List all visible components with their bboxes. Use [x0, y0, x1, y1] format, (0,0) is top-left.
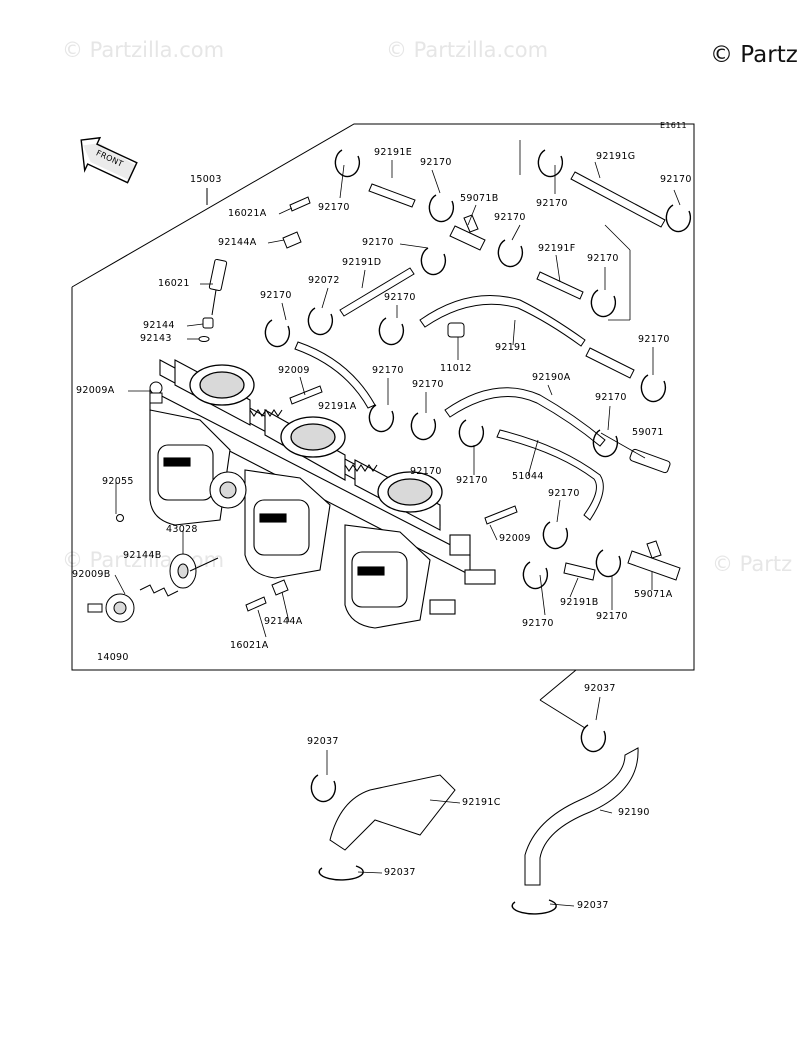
diagram-code: E1611 — [660, 121, 687, 130]
part-label: 92170 — [260, 290, 292, 301]
part-label: 92191D — [342, 257, 382, 268]
part-label: 92190A — [532, 372, 571, 383]
watermark: © Partzilla.com — [62, 38, 225, 62]
part-label: 92170 — [362, 237, 394, 248]
carburetor-bank — [149, 359, 496, 629]
part-label: 92037 — [307, 736, 339, 747]
hose-92191 — [419, 295, 586, 347]
part-label: 92170 — [318, 202, 350, 213]
part-label: 92191B — [560, 597, 599, 608]
fitting-59071B — [449, 214, 486, 251]
part-label: 92191F — [538, 243, 576, 254]
part-label: 16021 — [158, 278, 190, 289]
part-label: 92037 — [384, 867, 416, 878]
assembly-frame — [71, 123, 695, 671]
part-label: 92170 — [522, 618, 554, 629]
part-label: 92170 — [660, 174, 692, 185]
part-label: 92037 — [577, 900, 609, 911]
part-label: 92144A — [264, 616, 303, 627]
part-label: 92170 — [412, 379, 444, 390]
part-label: 92144 — [143, 320, 175, 331]
hose-92191B — [563, 562, 596, 581]
hose-92191F — [536, 271, 584, 300]
hose-92191A — [294, 341, 376, 409]
fitting-11012 — [447, 322, 465, 338]
part-label: 59071 — [632, 427, 664, 438]
leader-lines — [114, 140, 681, 907]
part-label: 43028 — [166, 524, 198, 535]
watermark: © Partz — [712, 552, 793, 576]
part-label: 59071B — [460, 193, 499, 204]
hose-92191G — [570, 171, 666, 228]
clamps — [264, 149, 692, 915]
hose-92191C — [329, 774, 456, 851]
part-label: 92170 — [384, 292, 416, 303]
part-label: 59071A — [634, 589, 673, 600]
part-label: 92191E — [374, 147, 413, 158]
part-label: 92191A — [318, 401, 357, 412]
part-label: 92170 — [456, 475, 488, 486]
hose-92190A — [444, 387, 606, 447]
part-label: 15003 — [190, 174, 222, 185]
fitting-59071A — [627, 540, 681, 581]
part-label: 92170 — [494, 212, 526, 223]
part-label: 92170 — [638, 334, 670, 345]
front-arrow — [80, 136, 138, 184]
part-label: 92190 — [618, 807, 650, 818]
part-label: 11012 — [440, 363, 472, 374]
jet-needle-parts — [87, 196, 518, 623]
part-label: 92072 — [308, 275, 340, 286]
part-label: 14090 — [97, 652, 129, 663]
part-label: 92170 — [596, 611, 628, 622]
part-label: 92055 — [102, 476, 134, 487]
part-label: 92144B — [123, 550, 162, 561]
part-label: 92191 — [495, 342, 527, 353]
watermark: © Partzilla.com — [386, 38, 549, 62]
pilot-screw — [289, 196, 311, 212]
part-label: 92143 — [140, 333, 172, 344]
part-label: 92191C — [462, 797, 501, 808]
part-label: 92170 — [548, 488, 580, 499]
part-label: 92009 — [499, 533, 531, 544]
part-label: 92170 — [372, 365, 404, 376]
hose-92190 — [524, 747, 639, 886]
hoses — [294, 171, 681, 886]
corner-watermark: © Partz — [710, 42, 798, 68]
part-label: 92170 — [587, 253, 619, 264]
part-label: 16021A — [230, 640, 269, 651]
part-label: 92009B — [72, 569, 111, 580]
part-label: 51044 — [512, 471, 544, 482]
part-label: 92191G — [596, 151, 636, 162]
hose-51044 — [496, 429, 604, 521]
part-label: 92144A — [218, 237, 257, 248]
part-label: 92170 — [420, 157, 452, 168]
part-label: 16021A — [228, 208, 267, 219]
part-label: 92170 — [595, 392, 627, 403]
part-label: 92170 — [410, 466, 442, 477]
part-label: 92170 — [536, 198, 568, 209]
spring — [139, 584, 179, 597]
hose-92191E — [368, 183, 416, 208]
hose-92191D — [339, 267, 415, 317]
part-label: 92037 — [584, 683, 616, 694]
part-label: 92009A — [76, 385, 115, 396]
part-label: 92009 — [278, 365, 310, 376]
